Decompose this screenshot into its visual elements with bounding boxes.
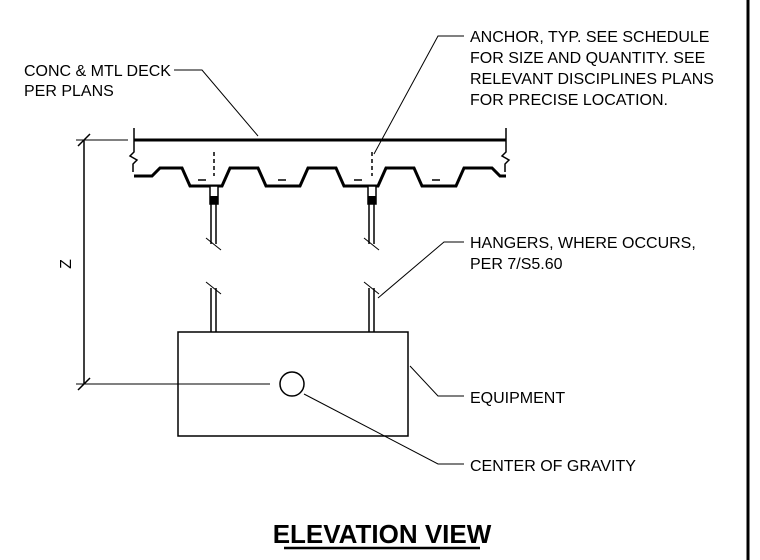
slab-break-right	[500, 128, 511, 172]
anchor-label-line-1: ANCHOR, TYP. SEE SCHEDULE	[470, 29, 709, 46]
hangers-label-line-2: PER 7/S5.60	[470, 256, 563, 273]
deck-leader	[174, 69, 259, 137]
metal-deck-profile	[134, 166, 506, 188]
anchor-label-line-3: RELEVANT DISCIPLINES PLANS	[470, 71, 714, 88]
deck-label-line-1: CONC & MTL DECK	[24, 63, 171, 80]
dimension-ticks	[77, 133, 91, 391]
cog-circle	[279, 371, 305, 397]
dimension-label: Z	[58, 259, 75, 269]
anchor-nut-left	[210, 196, 218, 204]
cog-label: CENTER OF GRAVITY	[470, 458, 636, 475]
hanger-left-upper	[205, 204, 222, 251]
anchor-leader	[373, 35, 464, 155]
deck-label-line-2: PER PLANS	[24, 83, 114, 100]
anchor-nut-right	[368, 196, 376, 204]
hanger-left-lower	[205, 281, 222, 332]
hanger-right-lower	[363, 281, 380, 332]
hangers-leader	[377, 241, 464, 299]
equipment-leader	[409, 365, 464, 397]
view-title: ELEVATION VIEW	[273, 519, 492, 549]
hanger-right-upper	[363, 204, 380, 251]
slab-break-left	[128, 128, 139, 172]
equipment-label: EQUIPMENT	[470, 390, 565, 407]
hangers-label-line-1: HANGERS, WHERE OCCURS,	[470, 235, 696, 252]
anchor-label-line-4: FOR PRECISE LOCATION.	[470, 92, 668, 109]
cog-leader	[303, 393, 464, 465]
anchor-label-line-2: FOR SIZE AND QUANTITY. SEE	[470, 50, 705, 67]
